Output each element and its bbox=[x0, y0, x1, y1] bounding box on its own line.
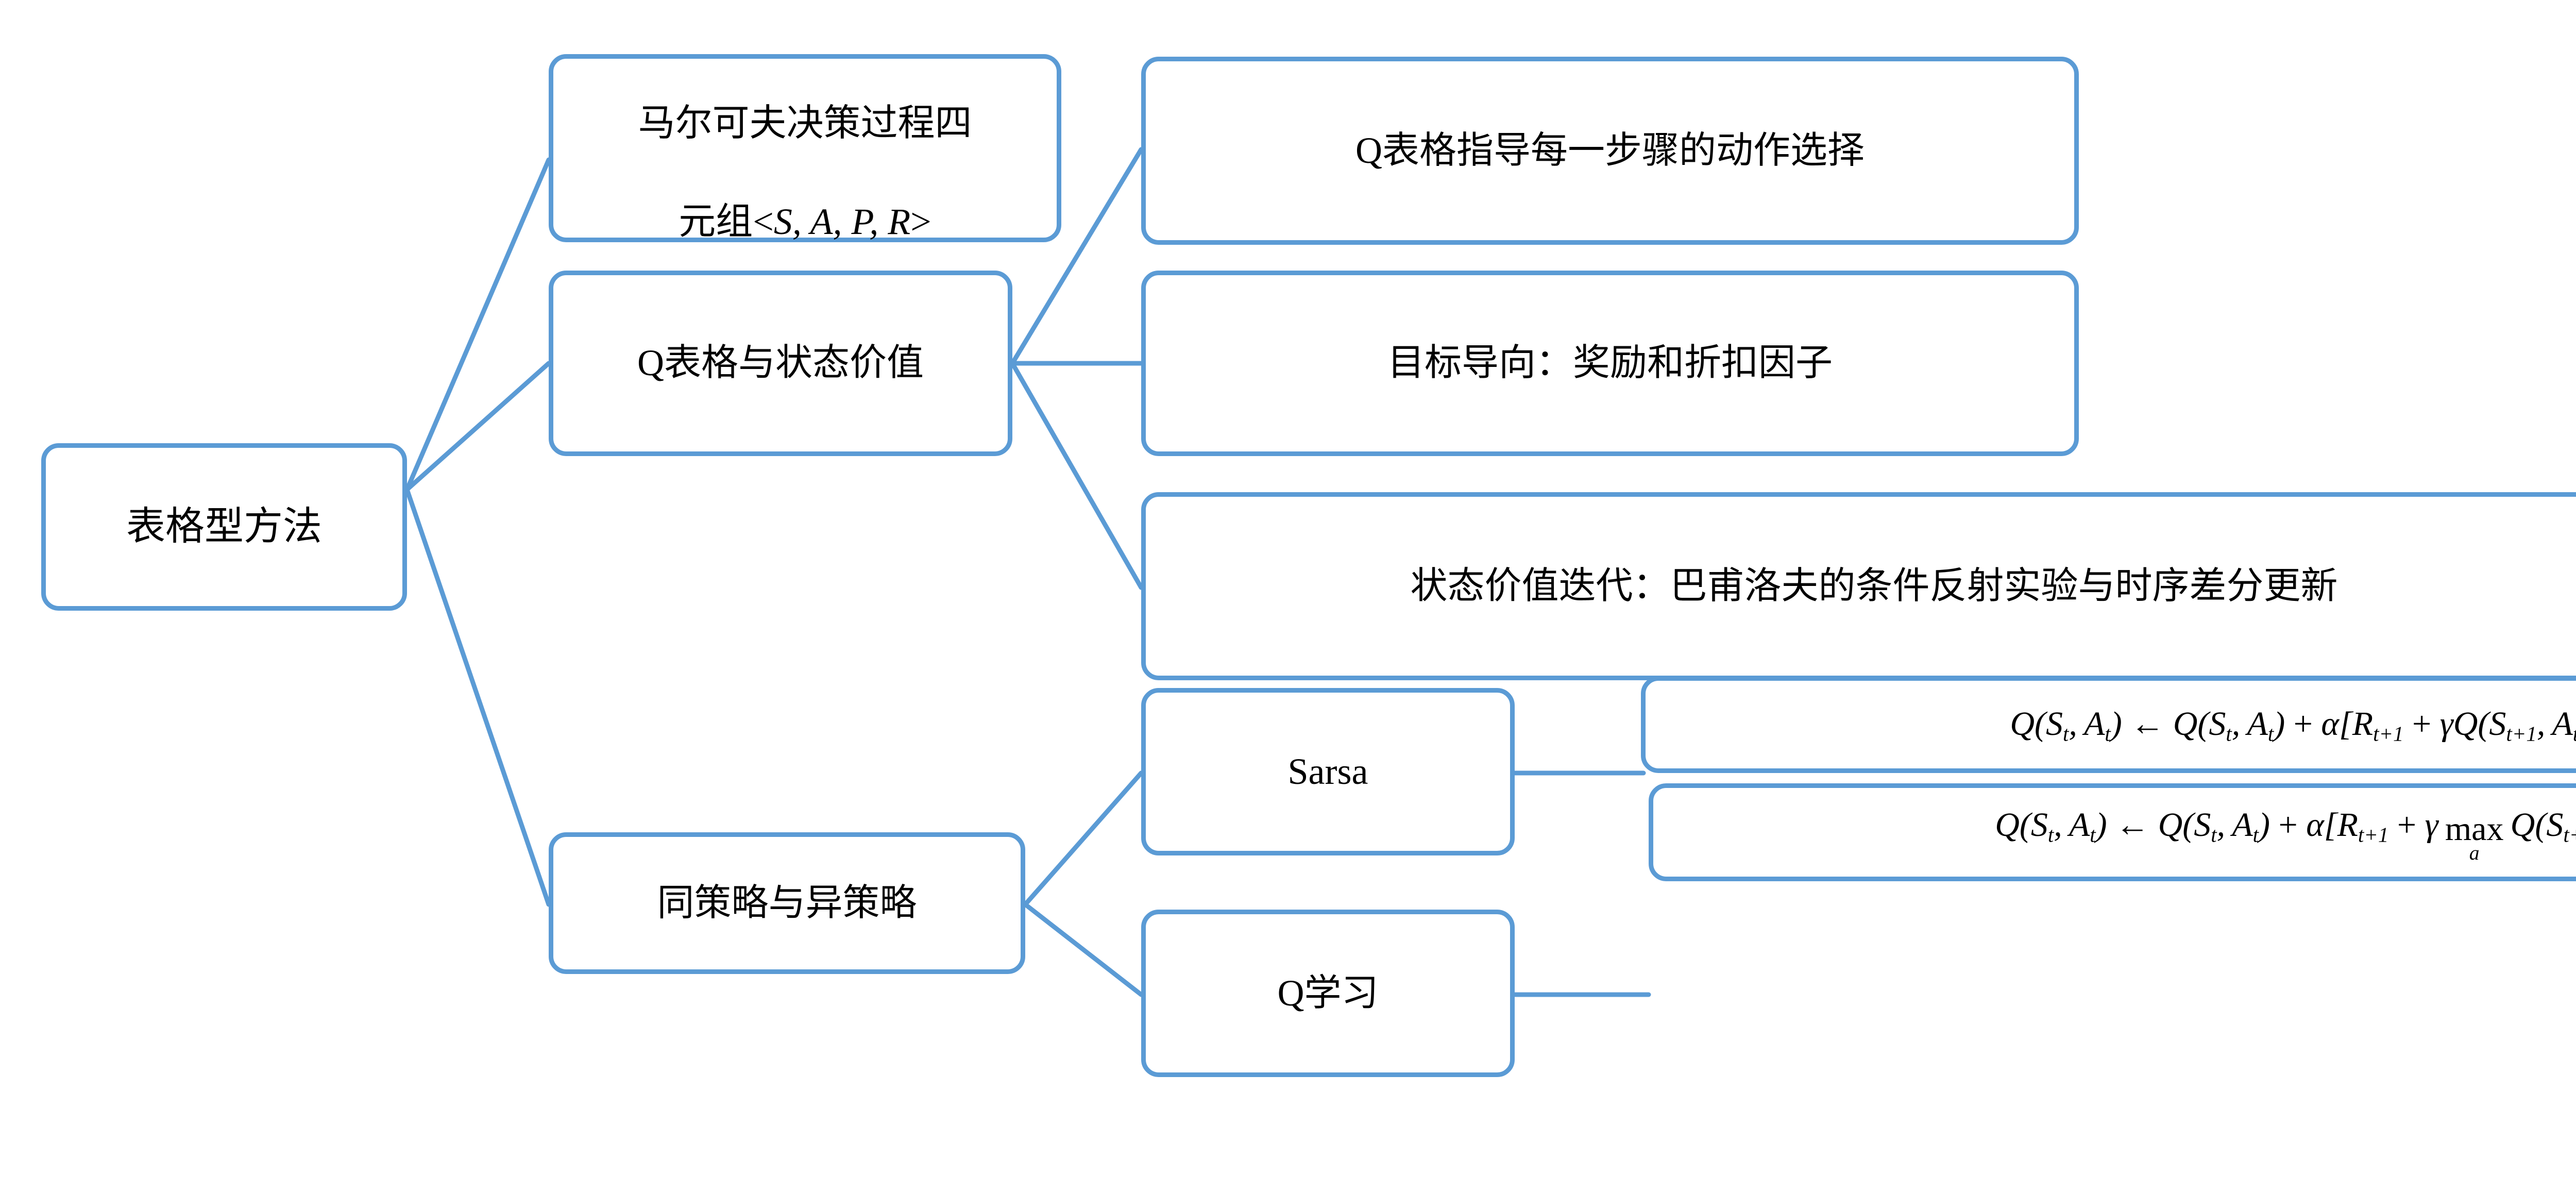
algorithm-node-qlearning[interactable]: Q学习 bbox=[1141, 910, 1515, 1077]
leaf-node-action-selection-label: Q表格指导每一步骤的动作选择 bbox=[1355, 129, 1865, 171]
algorithm-node-sarsa-label: Sarsa bbox=[1287, 750, 1368, 792]
mdp-label-line2-suffix: > bbox=[910, 200, 931, 242]
connector-root-to-mdp bbox=[404, 157, 551, 492]
formula-sarsa-expression: Q(St, At) ← Q(St, At) + α[Rt+1 + γQ(St+1… bbox=[2010, 704, 2576, 746]
root-node-label: 表格型方法 bbox=[126, 505, 322, 549]
connector-policy-to-sarsa bbox=[1023, 770, 1144, 907]
mdp-label-math: S, A, P, R bbox=[773, 200, 911, 242]
leaf-node-goal-reward-discount[interactable]: 目标导向：奖励和折扣因子 bbox=[1141, 271, 2079, 456]
branch-node-mdp[interactable]: 马尔可夫决策过程四 元组<S, A, P, R> bbox=[549, 54, 1061, 242]
connector-root-to-policy bbox=[404, 487, 551, 907]
branch-node-qtable-label: Q表格与状态价值 bbox=[637, 342, 924, 384]
leaf-node-value-iteration[interactable]: 状态价值迭代：巴甫洛夫的条件反射实验与时序差分更新 bbox=[1141, 492, 2576, 680]
branch-node-on-off-policy[interactable]: 同策略与异策略 bbox=[549, 832, 1025, 974]
connector-qtable-to-value-iter bbox=[1010, 361, 1144, 590]
branch-node-policy-label: 同策略与异策略 bbox=[657, 882, 917, 924]
connector-root-to-qtable bbox=[404, 361, 551, 492]
root-node-tabular-methods[interactable]: 表格型方法 bbox=[41, 443, 407, 611]
formula-node-sarsa-update[interactable]: Q(St, At) ← Q(St, At) + α[Rt+1 + γQ(St+1… bbox=[1641, 676, 2576, 773]
leaf-node-action-selection[interactable]: Q表格指导每一步骤的动作选择 bbox=[1141, 57, 2079, 245]
connector-policy-to-qlearning bbox=[1023, 902, 1144, 997]
leaf-node-goal-reward-label: 目标导向：奖励和折扣因子 bbox=[1387, 342, 1833, 384]
mdp-label-line2-prefix: 元组< bbox=[679, 200, 774, 242]
algorithm-node-qlearning-label: Q学习 bbox=[1277, 972, 1379, 1014]
branch-node-mdp-label: 马尔可夫决策过程四 元组<S, A, P, R> bbox=[638, 50, 972, 246]
branch-node-qtable-state-value[interactable]: Q表格与状态价值 bbox=[549, 271, 1012, 456]
mdp-label-line1: 马尔可夫决策过程四 bbox=[638, 103, 972, 144]
algorithm-node-sarsa[interactable]: Sarsa bbox=[1141, 688, 1515, 855]
leaf-node-value-iteration-label: 状态价值迭代：巴甫洛夫的条件反射实验与时序差分更新 bbox=[1410, 565, 2338, 607]
